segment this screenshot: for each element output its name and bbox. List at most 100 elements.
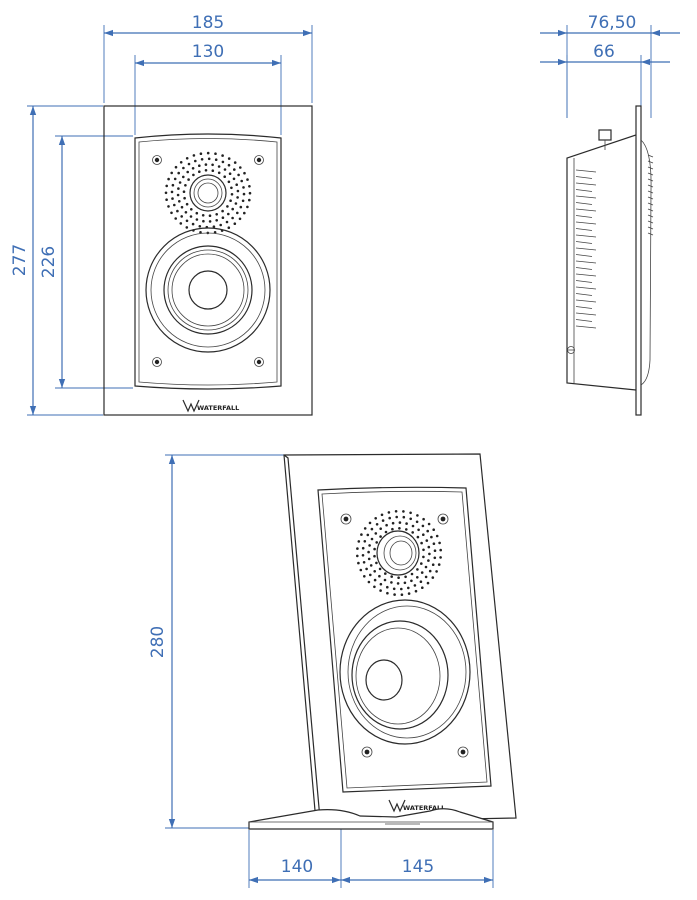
side-view: 76,50 66 <box>540 13 680 416</box>
grille-dot <box>437 563 441 566</box>
screw-icon <box>152 155 264 367</box>
grille-dot <box>432 528 436 531</box>
grille-dot <box>167 177 170 181</box>
fin-line <box>575 208 597 212</box>
grille-dot <box>379 527 383 530</box>
grille-dot <box>240 179 243 183</box>
grille-dot <box>208 214 212 217</box>
grille-dot <box>375 561 378 565</box>
grille-dot <box>182 166 185 170</box>
fin-line <box>575 195 597 199</box>
grille-dot <box>227 157 231 160</box>
grille-dot <box>246 178 249 181</box>
grille-dot <box>179 161 183 164</box>
tweeter-icon <box>189 174 227 212</box>
grille-dot <box>390 575 394 578</box>
grille-dot <box>402 510 405 513</box>
grille-dot <box>368 521 372 525</box>
woofer-icon <box>339 599 471 745</box>
grille-dot <box>200 158 204 161</box>
detail-mark <box>647 172 654 176</box>
grille-dot <box>367 550 370 554</box>
grille-dot <box>227 212 230 216</box>
grille-dot <box>191 167 195 170</box>
grille-dot <box>185 202 189 206</box>
fin-line <box>575 325 597 329</box>
side-front-detail <box>647 154 654 236</box>
grille-dot <box>174 217 177 220</box>
grille-dot <box>234 202 238 205</box>
grille-dot <box>386 585 389 589</box>
grille-dot <box>368 544 371 547</box>
grille-dot <box>212 225 216 228</box>
grille-dot <box>431 576 435 579</box>
fin-line <box>575 228 593 231</box>
grille-dot <box>227 180 231 184</box>
tweeter-grille <box>356 510 443 596</box>
grille-dot <box>186 170 189 174</box>
grille-dot <box>410 572 414 576</box>
grille-dot <box>211 163 214 167</box>
grille-dot <box>170 171 173 175</box>
grille-dot <box>208 220 212 223</box>
grille-dot <box>165 198 168 201</box>
side-total-depth-label: 76,50 <box>588 13 637 33</box>
grille-dot <box>227 163 231 167</box>
grille-dot <box>363 540 367 543</box>
grille-dot <box>424 575 428 579</box>
grille-dot <box>243 171 246 175</box>
detail-mark <box>647 208 654 212</box>
grille-dot <box>438 541 441 545</box>
svg-text:WATERFALL: WATERFALL <box>197 404 239 412</box>
grille-dot <box>176 209 179 213</box>
grille-dot <box>367 557 371 561</box>
grille-dot <box>404 575 407 579</box>
stand-view: 280 140 145 <box>148 453 517 888</box>
front-inner-height-label: 226 <box>39 246 59 278</box>
grille-dot <box>195 218 199 221</box>
grille-dot <box>359 568 363 572</box>
grille-dot <box>398 527 401 530</box>
grille-dot <box>427 522 431 526</box>
grille-dot <box>214 152 217 155</box>
grille-dot <box>415 520 419 524</box>
grille-dot <box>365 567 368 571</box>
grille-dot <box>221 160 225 164</box>
grille-dot <box>422 555 425 559</box>
front-view: 185 130 277 226 <box>10 13 313 416</box>
grille-dot <box>433 549 437 552</box>
grille-dot <box>378 567 382 571</box>
grille-dot <box>221 154 224 157</box>
grille-dot <box>180 205 184 209</box>
grille-dot <box>394 510 398 513</box>
grille-dot <box>369 564 373 567</box>
grille-dot <box>164 191 168 195</box>
grille-dot <box>185 219 189 223</box>
grille-dot <box>439 556 442 559</box>
grille-dot <box>182 175 185 179</box>
grille-dot <box>174 165 178 169</box>
grille-dot <box>170 211 173 215</box>
fin-line <box>575 306 593 309</box>
detail-mark <box>647 214 654 218</box>
grille-dot <box>242 186 245 189</box>
grille-dot <box>226 205 229 208</box>
stand-height-label: 280 <box>148 626 168 658</box>
grille-dot <box>241 199 245 203</box>
front-outer-height-label: 277 <box>10 244 30 276</box>
grille-dot <box>398 521 402 524</box>
grille-dot <box>379 535 382 538</box>
grille-dot <box>236 211 239 215</box>
grille-dot <box>361 546 365 550</box>
detail-mark <box>647 190 654 194</box>
grille-dot <box>229 199 232 202</box>
grille-dot <box>185 157 189 160</box>
fin-line <box>575 169 597 173</box>
grille-dot <box>387 511 391 514</box>
grille-dot <box>367 580 371 584</box>
grille-dot <box>187 178 190 181</box>
grille-dot <box>411 531 415 534</box>
grille-dot <box>225 220 229 224</box>
grille-dot <box>426 581 430 585</box>
grille-dot <box>373 547 376 551</box>
